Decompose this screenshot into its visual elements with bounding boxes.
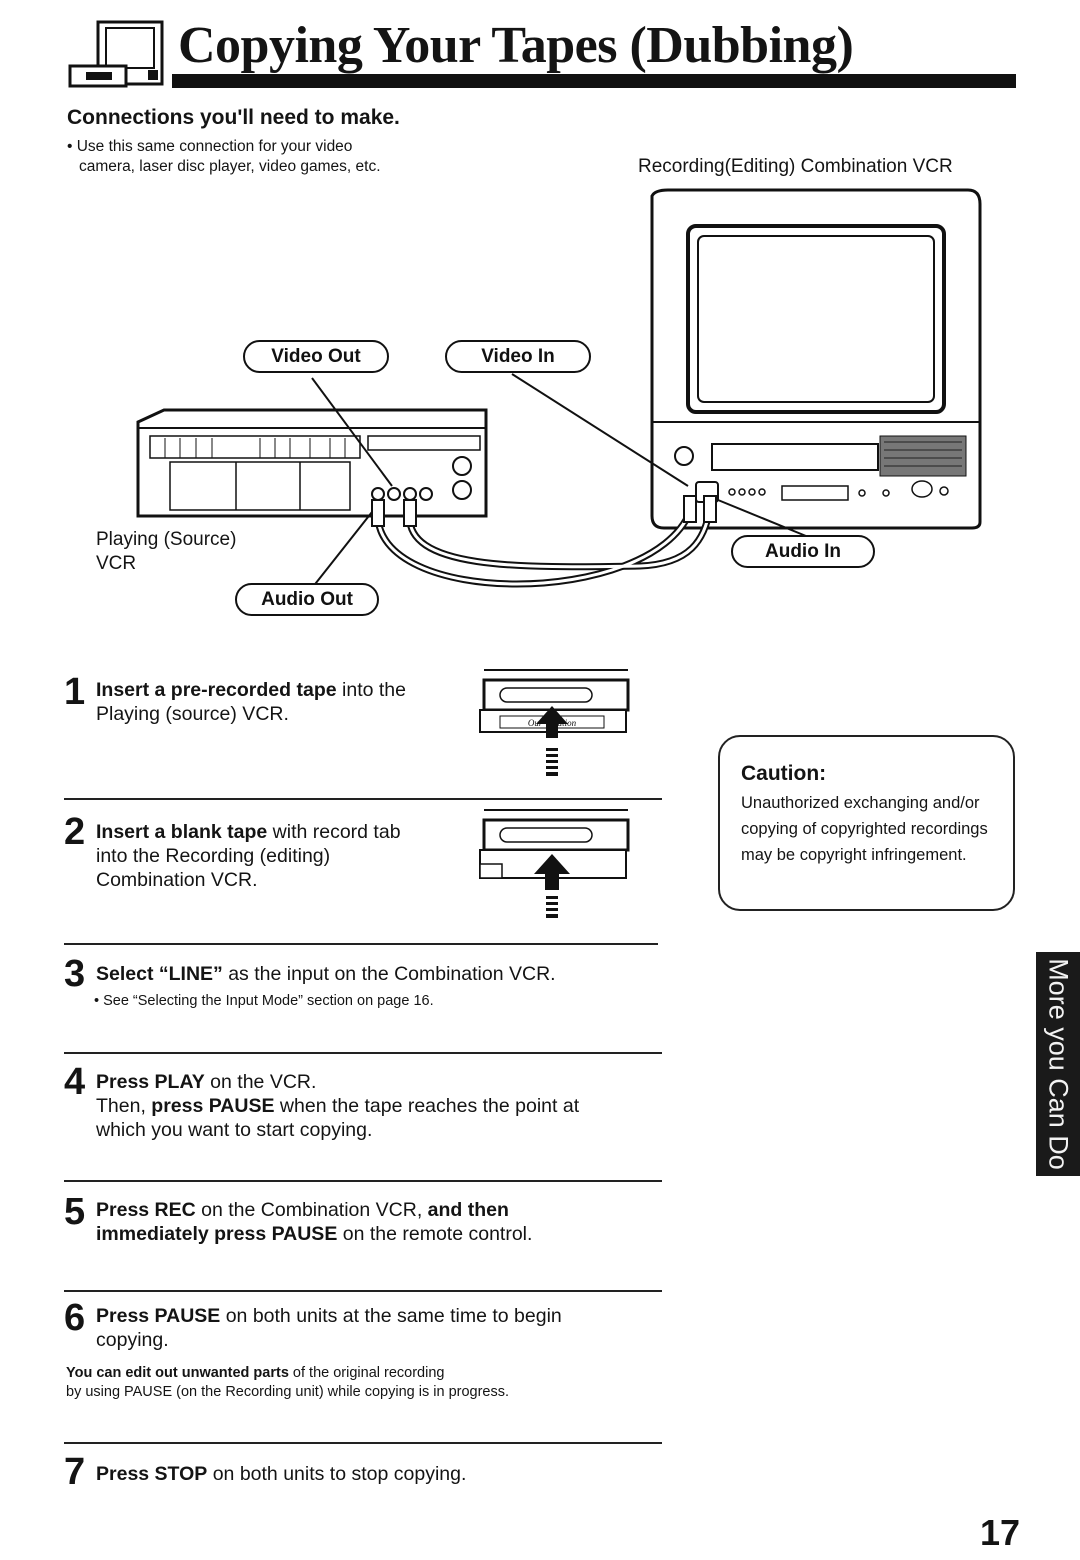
step-3-note: • See “Selecting the Input Mode” section… — [94, 993, 434, 1009]
step-6-note: You can edit out unwanted parts of the o… — [66, 1364, 509, 1402]
step-5-bold: Press REC — [96, 1199, 196, 1221]
audio-in-callout: Audio In — [731, 535, 875, 568]
video-out-callout: Video Out — [243, 340, 389, 373]
step-6-number: 6 — [64, 1297, 86, 1339]
video-out-label: Video Out — [271, 346, 361, 367]
step-6-line2: copying. — [96, 1329, 169, 1351]
step-5-text: Press REC on the Combination VCR, and th… — [96, 1198, 656, 1246]
step-divider — [64, 1290, 662, 1292]
step-6-bold: Press PAUSE — [96, 1305, 221, 1327]
connections-note-line1: • Use this same connection for your vide… — [67, 138, 353, 155]
step-2-line2: into the Recording (editing) — [96, 845, 331, 867]
recording-vcr-label: Recording(Editing) Combination VCR — [638, 156, 953, 177]
step-5-number: 5 — [64, 1191, 86, 1233]
step-3-line1: as the input on the Combination VCR. — [222, 963, 556, 985]
step-3-text: Select “LINE” as the input on the Combin… — [96, 962, 556, 986]
audio-out-callout: Audio Out — [235, 583, 379, 616]
cassette-insert-icon — [479, 809, 630, 918]
step-7-bold: Press STOP — [96, 1463, 208, 1485]
step-4-line1: on the VCR. — [204, 1071, 317, 1093]
title-rule — [172, 74, 1016, 88]
step-5-line1: on the Combination VCR, — [195, 1199, 428, 1221]
step-4-line2-post: when the tape reaches the point at — [274, 1095, 580, 1117]
step-6-line1: on both units at the same time to begin — [220, 1305, 562, 1327]
step-5-line1-bold: and then — [427, 1199, 509, 1221]
step-1-line2: Playing (source) VCR. — [96, 703, 289, 725]
section-side-tab: More you Can Do — [1036, 952, 1080, 1176]
step-divider — [64, 1180, 662, 1182]
step-divider — [64, 1052, 662, 1054]
cassette-insert-icon: Our Vacation — [479, 669, 630, 776]
step-6-note2: by using PAUSE (on the Recording unit) w… — [66, 1384, 510, 1400]
step-2-number: 2 — [64, 811, 86, 853]
audio-out-label: Audio Out — [261, 589, 353, 610]
step-3-number: 3 — [64, 953, 86, 995]
step-4-bold: Press PLAY — [96, 1071, 205, 1093]
step-2-line3: Combination VCR. — [96, 869, 258, 891]
video-in-callout: Video In — [445, 340, 591, 373]
step-1-bold: Insert a pre-recorded tape — [96, 679, 337, 701]
step-7-text: Press STOP on both units to stop copying… — [96, 1462, 466, 1486]
step-4-line3: which you want to start copying. — [96, 1119, 373, 1141]
step-7-line1: on both units to stop copying. — [207, 1463, 467, 1485]
vcr-tv-icon — [68, 20, 164, 88]
step-4-line2-bold: press PAUSE — [151, 1095, 275, 1117]
step-divider — [64, 798, 662, 800]
step-6-text: Press PAUSE on both units at the same ti… — [96, 1304, 656, 1352]
step-6-note1: of the original recording — [288, 1365, 445, 1381]
step-3-bold: Select “LINE” — [96, 963, 223, 985]
caution-text: Unauthorized exchanging and/or copying o… — [741, 794, 988, 864]
tv-vcr-combo-diagram — [650, 188, 982, 530]
step-divider — [64, 943, 658, 945]
step-7-number: 7 — [64, 1451, 86, 1493]
step-5-line2-bold: immediately press PAUSE — [96, 1223, 338, 1245]
source-vcr-diagram — [136, 408, 488, 518]
caution-box — [718, 735, 1015, 911]
connections-note-line2: camera, laser disc player, video games, … — [79, 158, 381, 175]
step-5-line2: on the remote control. — [337, 1223, 533, 1245]
step-4-number: 4 — [64, 1061, 86, 1103]
audio-in-label: Audio In — [765, 541, 841, 562]
step-1-number: 1 — [64, 671, 86, 713]
caution-title: Caution: — [741, 762, 827, 785]
page-number: 17 — [980, 1512, 1021, 1553]
playing-vcr-label-line1: Playing (Source) — [96, 529, 237, 550]
step-divider — [64, 1442, 662, 1444]
connection-diagram: Video Out Video In Audio In Audio Out — [136, 188, 982, 616]
step-2-text: Insert a blank tape with record tab into… — [96, 820, 476, 892]
step-2-line1: with record tab — [267, 821, 401, 843]
side-tab-label: More you Can Do — [1043, 958, 1074, 1170]
connections-heading: Connections you'll need to make. — [67, 106, 400, 129]
step-4-text: Press PLAY on the VCR. Then, press PAUSE… — [96, 1070, 656, 1142]
page-title: Copying Your Tapes (Dubbing) — [178, 17, 854, 74]
playing-vcr-label: Playing (Source) VCR — [96, 528, 236, 576]
playing-vcr-label-line2: VCR — [96, 553, 137, 574]
step-6-note1-bold: You can edit out unwanted parts — [66, 1365, 289, 1381]
step-4-line2-pre: Then, — [96, 1095, 152, 1117]
connections-note: • Use this same connection for your vide… — [67, 137, 381, 177]
step-1-text: Insert a pre-recorded tape into the Play… — [96, 678, 476, 726]
step-1-line1: into the — [336, 679, 406, 701]
step-2-bold: Insert a blank tape — [96, 821, 268, 843]
video-in-label: Video In — [481, 346, 555, 367]
